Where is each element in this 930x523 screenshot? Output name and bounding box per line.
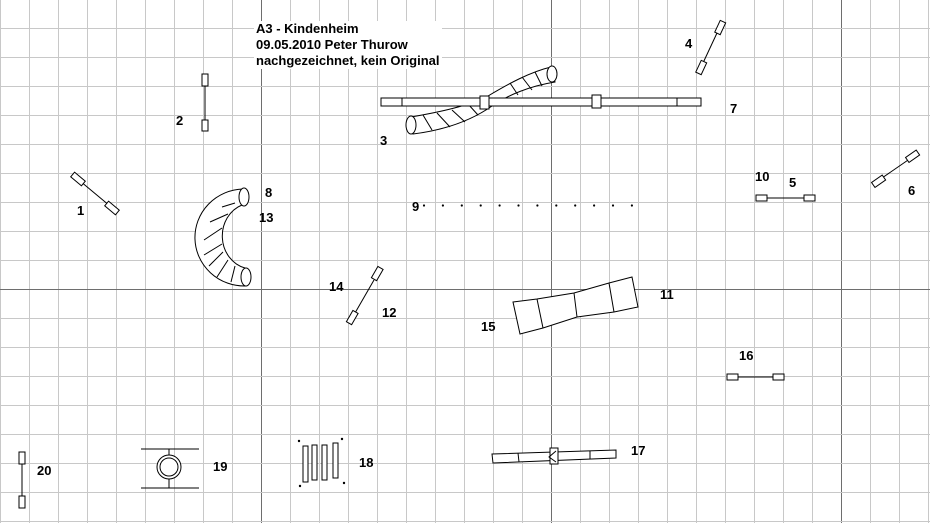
obstacle-number-20: 20 bbox=[37, 463, 52, 478]
hurdle-6[interactable] bbox=[870, 149, 921, 189]
obstacle-number-18: 18 bbox=[359, 455, 374, 470]
weave-pole bbox=[574, 204, 577, 207]
obstacle-number-12: 12 bbox=[382, 305, 397, 320]
hurdle-20[interactable] bbox=[18, 451, 26, 509]
obstacle-number-8: 8 bbox=[265, 185, 273, 200]
weave-pole bbox=[555, 204, 558, 207]
obstacle-number-3: 3 bbox=[380, 133, 388, 148]
weave-pole bbox=[441, 204, 444, 207]
course-title-block: A3 - Kindenheim 09.05.2010 Peter Thurow … bbox=[254, 21, 442, 69]
obstacle-number-17: 17 bbox=[631, 443, 646, 458]
hurdle-5-10[interactable] bbox=[755, 194, 816, 202]
tyre-19[interactable] bbox=[141, 448, 199, 489]
obstacle-number-6: 6 bbox=[908, 183, 916, 198]
weave-pole bbox=[498, 204, 501, 207]
obstacle-number-9: 9 bbox=[412, 199, 420, 214]
obstacle-number-19: 19 bbox=[213, 459, 228, 474]
obstacle-number-10: 10 bbox=[755, 169, 770, 184]
obstacle-number-1: 1 bbox=[77, 203, 85, 218]
hurdle-12-14[interactable] bbox=[345, 265, 384, 326]
hurdle-2[interactable] bbox=[201, 73, 209, 132]
obstacle-number-15: 15 bbox=[481, 319, 496, 334]
course-date-author: 09.05.2010 Peter Thurow bbox=[256, 37, 408, 52]
obstacle-number-4: 4 bbox=[685, 36, 693, 51]
seesaw-17[interactable] bbox=[491, 447, 617, 465]
weave-pole bbox=[536, 204, 539, 207]
obstacle-number-11: 11 bbox=[660, 287, 674, 302]
aframe-11-15[interactable] bbox=[512, 276, 639, 335]
hurdle-1[interactable] bbox=[70, 171, 120, 216]
obstacle-number-2: 2 bbox=[176, 113, 184, 128]
weave-9[interactable] bbox=[422, 204, 634, 207]
obstacle-number-5: 5 bbox=[789, 175, 797, 190]
weave-pole bbox=[460, 204, 463, 207]
obstacle-number-16: 16 bbox=[739, 348, 754, 363]
tunnel-8-13[interactable] bbox=[194, 187, 252, 287]
hurdle-16[interactable] bbox=[726, 373, 785, 381]
hurdle-4[interactable] bbox=[695, 19, 727, 76]
weave-pole bbox=[517, 204, 520, 207]
course-note: nachgezeichnet, kein Original bbox=[256, 53, 440, 68]
weave-pole bbox=[630, 204, 634, 207]
obstacle-number-14: 14 bbox=[329, 279, 344, 294]
weave-pole bbox=[422, 204, 426, 207]
weave-pole bbox=[593, 204, 596, 207]
longjump-18[interactable] bbox=[297, 437, 346, 488]
obstacle-number-13: 13 bbox=[259, 210, 274, 225]
course-name: A3 - Kindenheim bbox=[256, 21, 359, 36]
weave-pole bbox=[479, 204, 482, 207]
weave-pole bbox=[611, 204, 615, 207]
obstacle-number-7: 7 bbox=[730, 101, 738, 116]
dogwalk-7[interactable] bbox=[380, 94, 702, 110]
